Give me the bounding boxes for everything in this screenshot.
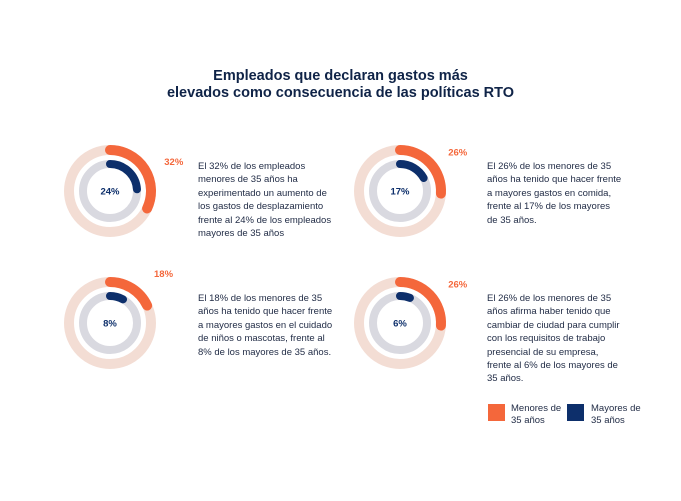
legend-swatch-under35 — [488, 404, 505, 421]
title-line-1: Empleados que declaran gastos más — [213, 68, 468, 84]
legend-label: 35 años — [591, 415, 625, 426]
over35-arc — [396, 160, 428, 182]
over35-arc — [106, 160, 141, 194]
description-1: El 32% de los empleados menores de 35 añ… — [198, 161, 332, 240]
over35-value-label: 6% — [393, 319, 407, 330]
under35-arc — [395, 277, 446, 331]
legend-label: Menores de — [511, 403, 562, 414]
under35-arc — [395, 145, 446, 199]
over35-value-label: 17% — [390, 187, 410, 198]
title-line-2: elevados como consecuencia de las políti… — [166, 85, 515, 101]
under35-value-label: 26% — [448, 279, 468, 290]
description-4: El 26% de los menores de 35 años afirma … — [487, 293, 620, 385]
under35-value-label: 18% — [154, 269, 174, 280]
description-2: El 26% de los menores de 35 años ha teni… — [487, 161, 622, 226]
over35-value-label: 24% — [100, 187, 120, 198]
under35-arc — [105, 145, 156, 214]
under35-arc — [105, 277, 153, 311]
legend-label: 35 años — [511, 415, 545, 426]
legend-label: Mayores de — [591, 403, 641, 414]
under35-value-label: 26% — [448, 147, 468, 158]
over35-arc — [396, 292, 414, 302]
under35-value-label: 32% — [164, 157, 184, 168]
over35-value-label: 8% — [103, 319, 117, 330]
description-3: El 18% de los menores de 35 años ha teni… — [198, 293, 333, 358]
over35-arc — [106, 292, 128, 304]
legend-swatch-over35 — [567, 404, 584, 421]
